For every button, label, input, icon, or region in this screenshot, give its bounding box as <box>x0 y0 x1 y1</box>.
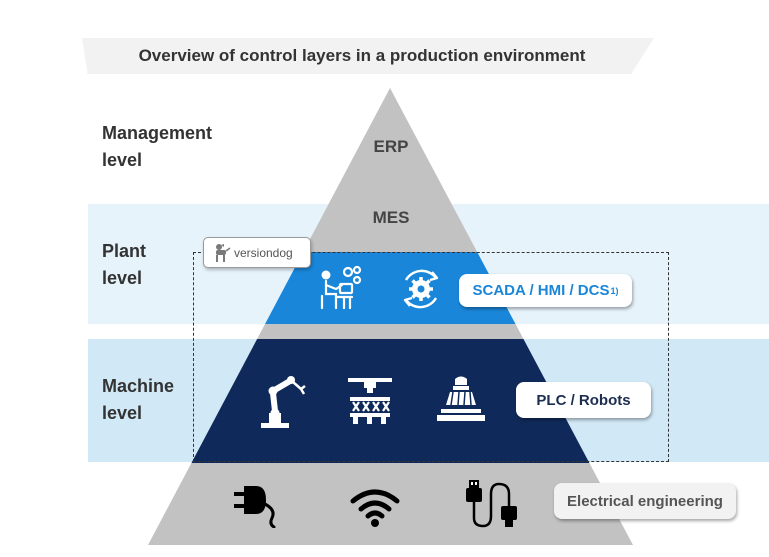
process-cycle-gear-icon <box>403 269 439 309</box>
assembly-line-icon <box>348 378 392 424</box>
versiondog-logo: versiondog <box>203 237 311 268</box>
operator-at-desk-icon <box>320 265 362 310</box>
machine-level-label: Machine level <box>102 376 175 423</box>
diagram-title: Overview of control layers in a producti… <box>138 46 586 65</box>
layer-gap <box>148 324 633 339</box>
plant-level-label: Plant level <box>102 241 147 288</box>
electrical-layer <box>148 463 633 545</box>
plc-robots-label: PLC / Robots <box>516 382 651 418</box>
robot-arm-icon <box>261 376 306 428</box>
management-level-label: Management level <box>102 123 213 170</box>
mes-label: MES <box>372 208 410 227</box>
title-banner <box>82 38 654 74</box>
power-plug-icon <box>234 486 276 528</box>
usb-cable-icon <box>466 480 517 528</box>
electrical-engineering-label: Electrical engineering <box>554 483 736 519</box>
versiondog-scope-box <box>193 252 669 462</box>
versiondog-logo-text: versiondog <box>234 245 293 260</box>
scada-footnote: 1) <box>610 285 619 296</box>
wifi-signal-icon <box>350 489 400 527</box>
cnc-machine-icon <box>437 376 485 421</box>
dog-icon <box>216 243 231 262</box>
erp-label: ERP <box>373 137 409 156</box>
